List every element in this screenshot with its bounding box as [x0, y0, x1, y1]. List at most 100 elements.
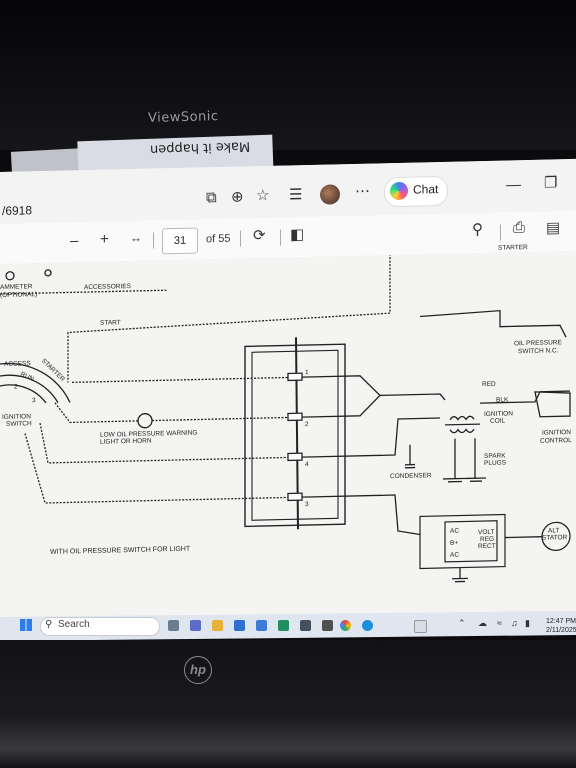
ammeter-label: AMMETER: [0, 283, 33, 291]
ac2-label: AC: [450, 551, 460, 559]
pin1-label: 1: [305, 368, 309, 377]
wifi-icon[interactable]: ≈: [497, 618, 502, 628]
more-icon[interactable]: ⋯: [355, 182, 370, 200]
pin-4: [287, 452, 303, 462]
volume-icon[interactable]: ♫: [511, 618, 518, 628]
toolbar-divider: [280, 229, 281, 246]
stator-wire: [505, 536, 542, 539]
chrome-icon[interactable]: [340, 620, 351, 631]
search-icon: ⚲: [45, 619, 53, 630]
switch-arc-outer: [0, 362, 71, 403]
pin4-to-coil: [302, 417, 440, 458]
taskbar-clock[interactable]: 12:47 PM 2/11/2025: [546, 617, 576, 635]
switch-pos-2: 2: [14, 383, 18, 391]
volt-reg-rect: [444, 520, 498, 563]
search-icon[interactable]: ⚲: [472, 221, 483, 239]
pin-1: [287, 372, 303, 382]
cloud-icon[interactable]: ☁: [478, 618, 487, 628]
page-total: of 55: [206, 232, 231, 246]
teams-icon[interactable]: [190, 620, 201, 631]
mail-icon[interactable]: [234, 620, 245, 631]
access-label: ACCESS: [4, 360, 31, 368]
monitor-bezel: [0, 0, 576, 150]
starter-label: STARTER: [498, 244, 528, 252]
file-explorer-icon[interactable]: [212, 620, 223, 631]
bplus-label: B+: [450, 539, 459, 547]
coil-core: [445, 423, 480, 426]
apps-icon[interactable]: ⧉: [206, 189, 217, 207]
ignition-control-label-1: IGNITION: [542, 429, 571, 437]
ignition-coil-secondary: [449, 428, 475, 434]
accessories-wire: [0, 289, 168, 295]
start-icon[interactable]: [20, 619, 32, 631]
taskbar-search-input[interactable]: [40, 617, 160, 636]
low-oil-label-2: LIGHT OR HORN: [100, 437, 152, 446]
store-icon[interactable]: [256, 620, 267, 631]
pdf-page: AMMETER (OPTIONAL) ACCESSORIES START STA…: [0, 244, 576, 625]
pin-junction: [302, 375, 381, 418]
restore-window-icon[interactable]: ❐: [544, 174, 558, 192]
spark-plug-leads: [454, 438, 476, 479]
toolbar-divider: [240, 230, 241, 247]
terminal-block-inner: [251, 349, 339, 521]
zoom-icon[interactable]: ⊕: [231, 188, 244, 206]
zoom-in-button[interactable]: +: [100, 230, 109, 248]
pin4-wire: [39, 422, 295, 464]
pin2-label: 2: [305, 420, 309, 429]
hp-logo: hp: [184, 656, 212, 684]
tray-chevron-icon[interactable]: ⌃: [458, 618, 466, 628]
pin3-label: 3: [305, 500, 309, 509]
wiring-diagram: [0, 250, 571, 583]
address-bar[interactable]: /6918: [2, 203, 33, 218]
clock-date: 2/11/2025: [546, 627, 576, 634]
spark-plugs-label-2: PLUGS: [484, 459, 507, 468]
pin2-wire: [152, 416, 295, 422]
blk-wire-label: BLK: [496, 396, 509, 404]
start-label: START: [100, 319, 121, 327]
ignition-control-label-2: CONTROL: [540, 437, 572, 445]
favorites-list-icon[interactable]: ☰: [289, 186, 303, 204]
app-icon-gray[interactable]: [300, 620, 311, 631]
save-icon[interactable]: ▤: [546, 219, 561, 237]
app-icon-dark[interactable]: [322, 620, 333, 631]
red-wire: [380, 393, 446, 401]
spark-ground: [443, 477, 486, 483]
ignition-switch-label-2: SWITCH: [6, 420, 32, 428]
ac1-label: AC: [450, 527, 460, 535]
pin1-wire: [72, 376, 295, 384]
terminal-block: [244, 343, 346, 528]
page-number-input[interactable]: 31: [162, 227, 198, 255]
pin-2: [287, 412, 303, 422]
condenser-label: CONDENSER: [390, 472, 432, 481]
oil-switch-wire: [419, 309, 520, 328]
fit-width-icon[interactable]: ↔: [130, 230, 142, 246]
app-icon-light[interactable]: [414, 620, 427, 633]
screen: /6918 ⧉ ⊕ ☆ ☰ ⋯ Chat — ❐ – + ↔ 31 of 55 …: [0, 158, 576, 639]
oil-switch-label-1: OIL PRESSURE: [514, 339, 562, 348]
pin-3: [287, 492, 303, 502]
volt-reg-label-3: RECT: [478, 542, 496, 551]
zoom-out-button[interactable]: –: [70, 232, 79, 250]
pin3-wire: [24, 433, 295, 504]
task-view-icon[interactable]: [168, 620, 179, 631]
regulator-box: [419, 513, 506, 570]
page-view-icon[interactable]: ◧: [290, 226, 305, 244]
edge-icon[interactable]: [362, 620, 373, 631]
chat-label: Chat: [413, 182, 439, 197]
monitor-brand: ViewSonic: [147, 109, 219, 126]
alt-stator: [541, 521, 571, 552]
red-wire-label: RED: [482, 380, 496, 389]
app-icon-green[interactable]: [278, 620, 289, 631]
rotate-icon[interactable]: ⟳: [253, 226, 266, 245]
ignition-control: [534, 391, 571, 418]
print-icon[interactable]: ⎙: [513, 219, 526, 237]
toolbar-divider: [153, 232, 154, 249]
pin3-to-reg: [302, 494, 421, 536]
minimize-icon[interactable]: —: [506, 176, 521, 194]
toolbar-divider: [500, 224, 501, 241]
battery-icon[interactable]: ▮: [525, 618, 530, 628]
favorite-icon[interactable]: ☆: [256, 186, 270, 205]
ignition-coil-primary: [449, 415, 475, 421]
reg-ground: [452, 567, 468, 583]
oil-switch-ground: [520, 324, 567, 338]
